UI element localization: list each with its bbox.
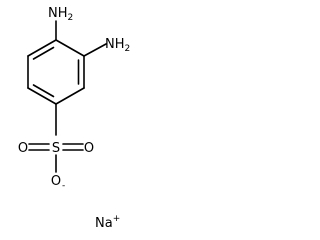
sulfur-label: S — [52, 141, 60, 156]
ring-bond-1 — [55, 39, 85, 57]
amine-right-h: H — [115, 37, 125, 52]
sodium-3-4-diaminobenzenesulfonate-structure: NH2 NH2 S O O O - Na+ — [18, 6, 130, 231]
oxygen-bottom-label: O — [51, 174, 61, 189]
amine-top-n: N — [48, 6, 58, 21]
ring-double-bond-inner-2 — [32, 84, 55, 98]
oxygen-right-label: O — [84, 141, 94, 156]
ring-double-bond-inner-3 — [32, 46, 55, 60]
amine-right-n: N — [105, 37, 115, 52]
benzene-ring — [27, 39, 85, 105]
amine-right-h-count: 2 — [125, 44, 131, 54]
amine-top-label: NH2 — [48, 6, 73, 23]
sodium-ion-label: Na+ — [95, 214, 120, 231]
oxygen-bottom-charge: - — [62, 181, 65, 191]
sodium-charge: + — [113, 214, 121, 224]
ring-bond-6 — [27, 39, 57, 57]
ring-bond-3 — [55, 87, 85, 105]
ring-bond-4 — [27, 87, 57, 105]
sodium-symbol: Na — [95, 216, 113, 231]
amine-right-label: NH2 — [105, 37, 130, 54]
bond-c3-n — [83, 43, 107, 57]
amine-top-h: H — [58, 6, 68, 21]
oxygen-left-label: O — [18, 141, 28, 156]
amine-top-h-count: 2 — [68, 13, 74, 23]
